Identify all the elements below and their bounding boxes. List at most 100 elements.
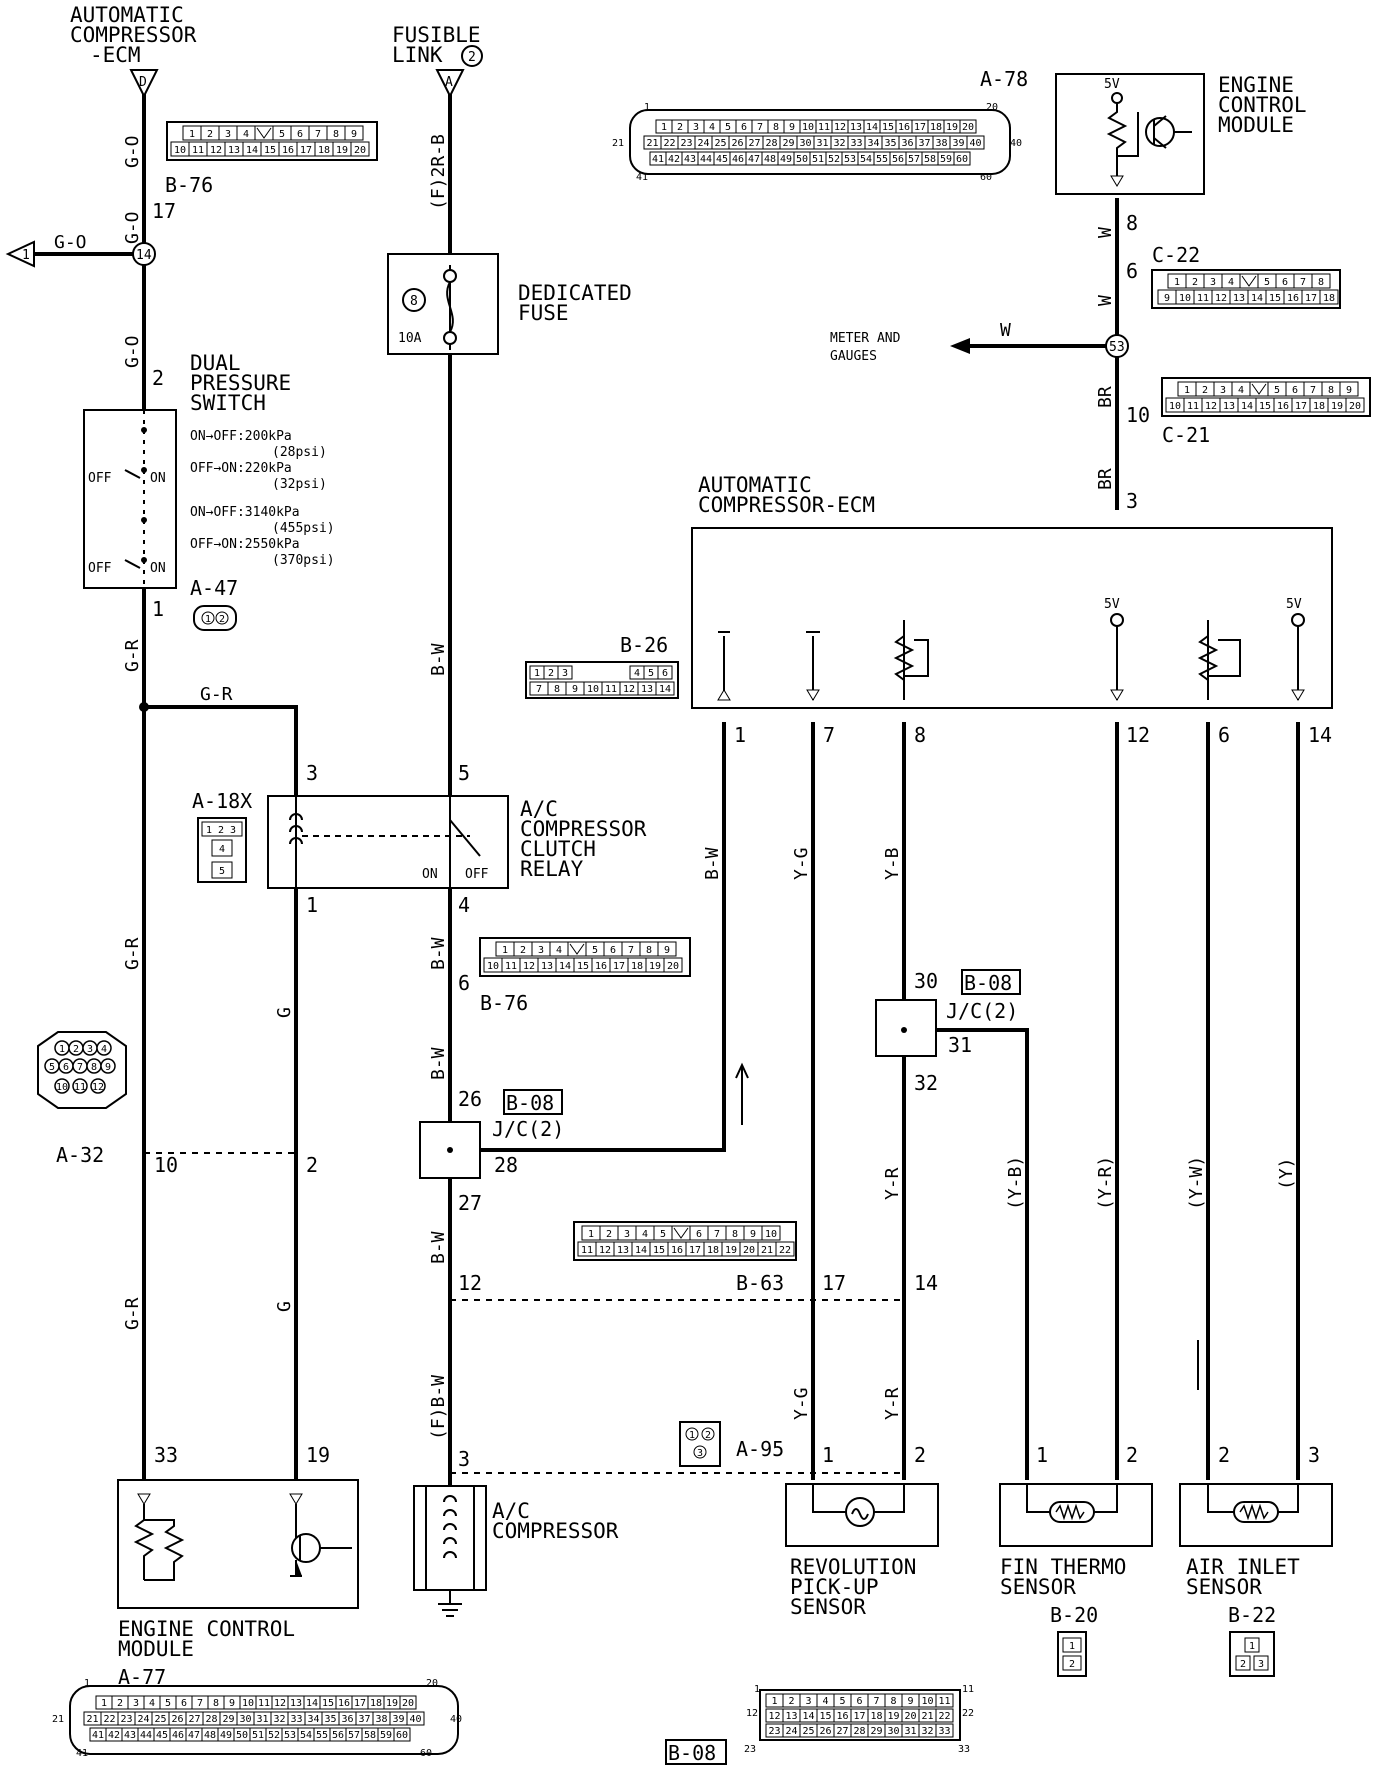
c60-row1-num: 8	[213, 1698, 219, 1709]
connector-a18x-label: A-18X	[192, 789, 252, 813]
b08-label-bottom: B-08	[668, 1741, 716, 1765]
c60-corner-label: 21	[612, 138, 624, 149]
ecm-resistor-icon-2	[1197, 635, 1219, 681]
junction-14-label: 14	[136, 248, 152, 263]
spec-3: OFF→ON:220kPa	[190, 461, 292, 476]
ecm-5v-1: 5V	[1104, 597, 1120, 612]
c60-row2-num: 23	[120, 1714, 132, 1725]
b63-row1-cell	[761, 1225, 781, 1241]
c33-row2-num: 22	[938, 1711, 950, 1722]
wire-label-yr-paren: (Y-R)	[1095, 1156, 1116, 1210]
c22-row1-num: 8	[1318, 277, 1324, 288]
a32-pin-num: 5	[49, 1062, 55, 1073]
conn-row2-num: 19	[649, 961, 661, 972]
c60-row3-num: 43	[684, 154, 696, 165]
connector-a32-label: A-32	[56, 1143, 104, 1167]
a32-pin-num: 2	[73, 1044, 79, 1055]
b63-row2-num: 14	[635, 1245, 647, 1256]
c60-corner-label: 1	[644, 102, 650, 113]
b63-row1-num: 5	[660, 1229, 666, 1240]
b26-row1a-num: 2	[548, 668, 554, 679]
c22-row1-num: 4	[1228, 277, 1234, 288]
spec-8: (370psi)	[272, 553, 335, 568]
switch-off-2: OFF	[88, 561, 112, 576]
c60-row3-num: 57	[908, 154, 920, 165]
c60-row1-num: 18	[930, 122, 942, 133]
switch-pin-2: 2	[152, 366, 164, 390]
c60-row3-num: 54	[300, 1730, 312, 1741]
a32-pin-num: 6	[63, 1062, 69, 1073]
fusible-link-number: 2	[468, 50, 476, 65]
c22-row1-num: 3	[1210, 277, 1216, 288]
pin-12: 12	[458, 1271, 482, 1295]
c60-row3-cell	[953, 151, 971, 166]
terminal-a-label: A	[445, 75, 453, 90]
c60-row1-num: 11	[818, 122, 830, 133]
fin-pin-2: 2	[1126, 1443, 1138, 1467]
c60-row2-num: 36	[341, 1714, 353, 1725]
c60-row2-num: 27	[748, 138, 760, 149]
pin-26: 26	[458, 1087, 482, 1111]
conn-row2-num: 20	[1349, 401, 1361, 412]
c60-row2-num: 26	[731, 138, 743, 149]
c60-row3-num: 48	[204, 1730, 216, 1741]
conn-row2-num: 11	[192, 145, 204, 156]
c60-row3-num: 53	[844, 154, 856, 165]
conn-row2-num: 13	[228, 145, 240, 156]
c60-row3-num: 45	[156, 1730, 168, 1741]
c60-row2-num: 29	[782, 138, 794, 149]
c33-row1-num: 2	[788, 1696, 794, 1707]
c60-row2-num: 33	[290, 1714, 302, 1725]
c60-row3-num: 45	[716, 154, 728, 165]
pin-17-b63: 17	[822, 1271, 846, 1295]
c22-row2-num: 17	[1305, 293, 1317, 304]
jc-pin-30: 30	[914, 969, 938, 993]
pin-28: 28	[494, 1153, 518, 1177]
c33-row1-num: 8	[890, 1696, 896, 1707]
b63-row1-num: 1	[588, 1229, 594, 1240]
c33-row2-cell	[935, 1708, 954, 1723]
conn-row2-num: 17	[1295, 401, 1307, 412]
c33-corner-label: 12	[746, 1708, 758, 1719]
c33-row2-num: 20	[904, 1711, 916, 1722]
c22-row2-num: 16	[1287, 293, 1299, 304]
c22-row2-num: 12	[1215, 293, 1227, 304]
junction-14-icon	[132, 242, 156, 266]
ecm-top-title-2: CONTROL	[1218, 93, 1307, 117]
pin-14-b63: 14	[914, 1271, 938, 1295]
c60-row3-num: 55	[316, 1730, 328, 1741]
c60-row3-num: 60	[956, 154, 968, 165]
wire-label-y-paren: (Y)	[1276, 1157, 1297, 1190]
jc-pin-32: 32	[914, 1071, 938, 1095]
wire-label-go-2: G-O	[122, 211, 143, 244]
connector-b76-mid-label: B-76	[480, 991, 528, 1015]
c33-row3-num: 26	[819, 1726, 831, 1737]
conn-row1-num: 8	[333, 129, 339, 140]
c60-row2-num: 39	[392, 1714, 404, 1725]
c60-row1-num: 16	[338, 1698, 350, 1709]
terminal-d-icon	[129, 69, 159, 99]
c22-row1-num: 1	[1174, 277, 1180, 288]
a32-pin-num: 7	[77, 1062, 83, 1073]
c60-row1-num: 16	[898, 122, 910, 133]
c60-row1-num: 18	[370, 1698, 382, 1709]
wire-label-gr-3: G-R	[122, 1297, 143, 1330]
ecm-bottom-box	[117, 1479, 359, 1609]
b26-row1b-num: 6	[662, 668, 668, 679]
conn-row2-num: 12	[523, 961, 535, 972]
c33-corner-label: 23	[744, 1744, 756, 1755]
conn-row1-num: 9	[664, 945, 670, 956]
conn-row1-num: 1	[502, 945, 508, 956]
connector-b76-label: B-76	[165, 173, 213, 197]
c60-row1-num: 8	[773, 122, 779, 133]
c60-row2-num: 28	[765, 138, 777, 149]
b63-row1-num: 3	[624, 1229, 630, 1240]
conn-row2-num: 12	[1205, 401, 1217, 412]
conn-row1-num: 2	[207, 129, 213, 140]
c60-corner-label: 1	[84, 1678, 90, 1689]
a32-pin-num: 8	[91, 1062, 97, 1073]
svg-text:2: 2	[705, 1430, 711, 1441]
